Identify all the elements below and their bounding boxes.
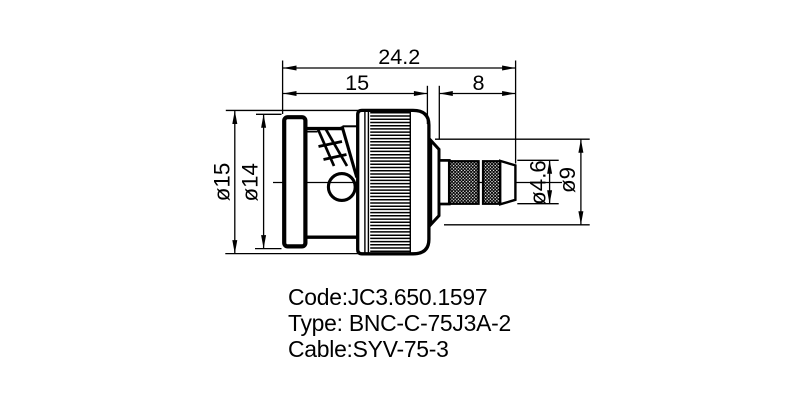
svg-text:ø9: ø9 bbox=[555, 167, 580, 193]
svg-text:8: 8 bbox=[472, 70, 484, 95]
svg-text:Type: BNC-C-75J3A-2: Type: BNC-C-75J3A-2 bbox=[288, 310, 511, 336]
svg-text:15: 15 bbox=[345, 70, 369, 95]
svg-text:ø14: ø14 bbox=[238, 163, 263, 201]
svg-text:24.2: 24.2 bbox=[378, 44, 420, 69]
svg-text:ø4.6: ø4.6 bbox=[525, 160, 550, 205]
svg-text:ø15: ø15 bbox=[210, 163, 235, 201]
svg-text:Cable:SYV-75-3: Cable:SYV-75-3 bbox=[288, 336, 449, 362]
svg-text:Code:JC3.650.1597: Code:JC3.650.1597 bbox=[288, 284, 487, 310]
